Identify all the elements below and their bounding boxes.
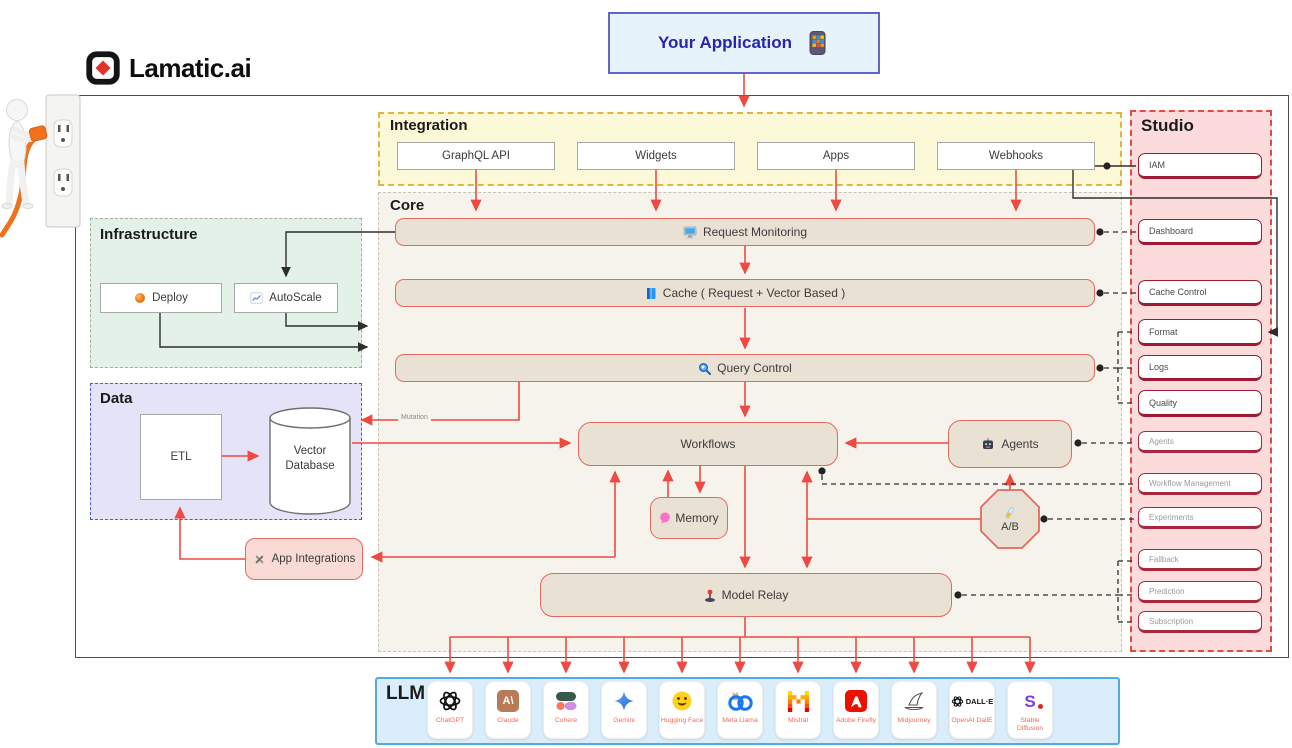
- studio-item-format: Format: [1138, 319, 1262, 346]
- your-application-label: Your Application: [657, 33, 793, 52]
- monitor-icon: [683, 226, 697, 238]
- llm-card-hugging-face: Hugging Face: [659, 681, 705, 739]
- llm-card-claude: A\ Claude: [485, 681, 531, 739]
- studio-item-logs: Logs: [1138, 355, 1262, 381]
- studio-item-fallback: Fallback: [1138, 549, 1262, 571]
- studio-item-prediction: Prediction: [1138, 581, 1262, 603]
- llm-card-chatgpt: ChatGPT: [427, 681, 473, 739]
- memory-node: Memory: [650, 497, 728, 539]
- mobile-app-icon: [809, 31, 826, 55]
- llm-card-meta-llama: Meta Llama: [717, 681, 763, 739]
- infrastructure-title: Infrastructure: [100, 226, 198, 243]
- robot-icon: [983, 438, 994, 449]
- agents-node: Agents: [948, 420, 1072, 468]
- studio-item-subscription: Subscription: [1138, 611, 1262, 633]
- llm-card-adobe-firefly: Adobe Firefly: [833, 681, 879, 739]
- midjourney-logo-icon: [904, 692, 924, 711]
- llm-card-cohere: Cohere: [543, 681, 589, 739]
- vector-database-cylinder: [269, 407, 351, 515]
- integration-item-apps: Apps: [757, 142, 915, 170]
- gemini-logo-icon: [614, 691, 634, 711]
- claude-logo-icon: A\: [497, 690, 519, 712]
- studio-item-dashboard: Dashboard: [1138, 219, 1262, 245]
- ab-test-node: A/B: [979, 488, 1041, 550]
- brand-name: Lamatic.ai: [129, 52, 252, 83]
- data-title: Data: [100, 390, 133, 407]
- stable-diffusion-logo-icon: S: [1024, 693, 1043, 710]
- llm-card-stable-diffusion: S Stable Diffusion: [1007, 681, 1053, 739]
- studio-title: Studio: [1141, 116, 1194, 135]
- your-application-box: Your Application: [608, 12, 880, 74]
- deploy-node: Deploy: [100, 283, 222, 313]
- autoscale-chart-icon: [250, 292, 263, 304]
- adobe-firefly-logo-icon: [845, 690, 867, 712]
- core-title: Core: [390, 197, 425, 214]
- speech-bubble-icon: [660, 512, 671, 524]
- integration-title: Integration: [390, 117, 468, 134]
- studio-item-quality: Quality: [1138, 390, 1262, 417]
- query-control-node: Query Control: [395, 354, 1095, 382]
- integration-item-widgets: Widgets: [577, 142, 735, 170]
- studio-item-agents: Agents: [1138, 431, 1262, 453]
- tools-icon: [255, 555, 263, 563]
- vector-database-label: Vector Database: [285, 445, 335, 472]
- cache-node: Cache ( Request + Vector Based ): [395, 279, 1095, 307]
- integration-item-graphql-api: GraphQL API: [397, 142, 555, 170]
- lamatic-logo-icon: [86, 51, 120, 85]
- llm-card-openai-dalle: DALL·E OpenAI DallE: [949, 681, 995, 739]
- person-plug-illustration: [0, 94, 81, 238]
- llm-title: LLM: [386, 683, 426, 704]
- llm-card-midjourney: Midjourney: [891, 681, 937, 739]
- autoscale-node: AutoScale: [234, 283, 338, 313]
- cohere-logo-icon: [556, 692, 577, 711]
- test-tube-icon: [1006, 506, 1015, 518]
- workflows-node: Workflows: [578, 422, 838, 466]
- dalle-logo-icon: [951, 695, 963, 707]
- deploy-icon: [135, 293, 146, 303]
- chatgpt-logo-icon: [439, 691, 461, 711]
- etl-node: ETL: [140, 414, 222, 500]
- studio-item-cache-control: Cache Control: [1138, 280, 1262, 306]
- book-icon: [646, 287, 656, 299]
- mutation-label: Mutation: [398, 414, 431, 421]
- mistral-logo-icon: [787, 690, 809, 712]
- studio-item-experiments: Experiments: [1138, 507, 1262, 529]
- model-relay-node: Model Relay: [540, 573, 952, 617]
- llm-card-gemini: Gemini: [601, 681, 647, 739]
- studio-item-iam: IAM: [1138, 153, 1262, 179]
- studio-item-workflow-management: Workflow Management: [1138, 473, 1262, 495]
- octagon-shape: [980, 489, 1040, 549]
- lamatic-logo: Lamatic.ai: [85, 50, 252, 86]
- integration-item-webhooks: Webhooks: [937, 142, 1095, 170]
- hugging-face-logo-icon: [672, 691, 692, 711]
- llm-card-mistral: Mistral: [775, 681, 821, 739]
- request-monitoring-node: Request Monitoring: [395, 218, 1095, 246]
- joystick-icon: [704, 589, 715, 602]
- magnifier-icon: [699, 362, 712, 375]
- meta-llama-logo-icon: [728, 692, 753, 711]
- app-integrations-node: App Integrations: [245, 538, 363, 580]
